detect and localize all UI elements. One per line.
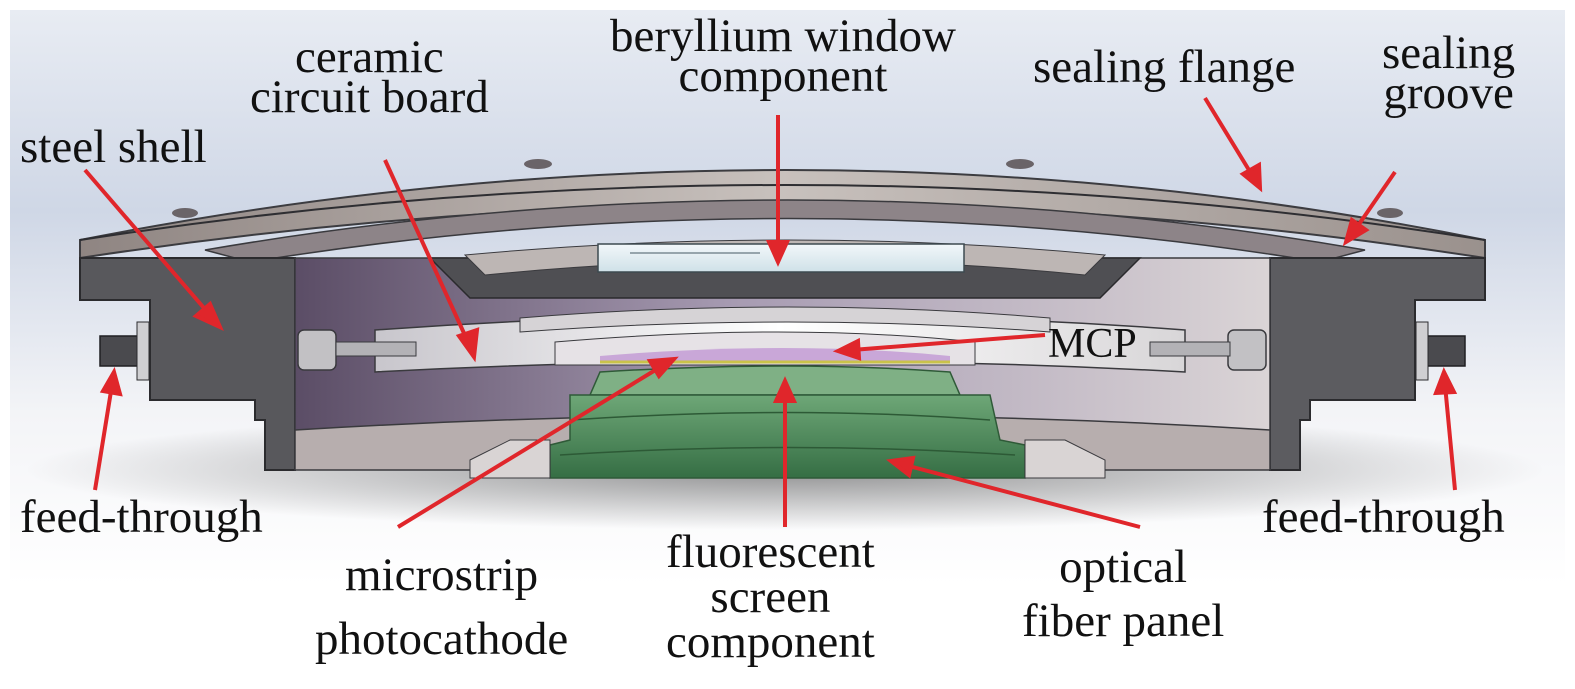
right-feedthrough-flange xyxy=(1415,321,1429,381)
label-steel-shell: steel shell xyxy=(20,121,207,173)
label-line: component xyxy=(666,616,875,668)
arrow-sealing-flange xyxy=(1203,96,1254,177)
label-line: sealing flange xyxy=(1033,41,1296,93)
label-line: fluorescent xyxy=(666,526,875,578)
label-line: steel shell xyxy=(20,121,207,173)
label-beryllium-window-component: beryllium window component xyxy=(610,10,956,102)
right-support-bracket xyxy=(1024,439,1106,479)
arrow-sealing-flange-head xyxy=(1239,161,1263,193)
fiber-panel-contour xyxy=(559,446,1016,456)
arrow-beryllium-window-head xyxy=(765,240,791,267)
arrow-steel-shell-head xyxy=(192,300,224,331)
label-line: photocathode xyxy=(315,613,569,665)
label-microstrip-photocathode: microstrip photocathode xyxy=(315,543,568,671)
arrow-photocathode-head xyxy=(646,356,679,380)
bolt-hole xyxy=(172,208,198,218)
label-ceramic-circuit-board: ceramic circuit board xyxy=(250,31,489,123)
arrow-feed-right xyxy=(1443,384,1457,491)
arrow-sealing-groove xyxy=(1353,170,1397,232)
label-sealing-flange: sealing flange xyxy=(1033,41,1296,93)
arrow-ceramic-board xyxy=(383,159,470,343)
bolt-hole xyxy=(1377,208,1403,218)
arrow-photocathode xyxy=(396,364,664,529)
arrow-fiber-panel-head xyxy=(886,455,916,479)
bolt-hole xyxy=(524,159,552,169)
label-line: fiber panel xyxy=(1022,595,1225,647)
arrow-steel-shell xyxy=(83,168,212,317)
label-line: component xyxy=(678,50,888,102)
label-sealing-groove: sealing groove xyxy=(1382,27,1516,119)
leader-arrows xyxy=(83,96,1458,529)
label-fluorescent-screen-component: fluorescent screen component xyxy=(666,526,875,668)
left-feedthrough-stud xyxy=(99,335,139,367)
label-mcp: MCP xyxy=(1048,321,1137,367)
label-line: groove xyxy=(1383,67,1514,119)
label-feed-through-left: feed-through xyxy=(20,491,263,543)
mcp-clamp-ring xyxy=(519,306,1051,333)
left-pin-rod xyxy=(335,341,417,357)
inner-ring xyxy=(204,199,1366,263)
arrow-feed-left-head xyxy=(99,366,123,397)
label-line: MCP xyxy=(1048,321,1137,367)
label-line: feed-through xyxy=(1262,491,1505,543)
photocathode-layer xyxy=(600,348,950,362)
right-pin-rod xyxy=(1149,341,1231,357)
arrow-feed-right-head xyxy=(1433,367,1458,396)
arrow-sealing-groove-head xyxy=(1342,216,1370,247)
arrow-fluorescent-head xyxy=(772,376,798,403)
arrow-fiber-panel xyxy=(904,463,1141,529)
label-line: circuit board xyxy=(250,71,489,123)
flange-rim xyxy=(79,184,1486,241)
right-feedthrough-stud xyxy=(1426,335,1466,367)
arrow-ceramic-board-head xyxy=(455,327,480,363)
left-feedthrough-flange xyxy=(136,321,150,381)
label-line: microstrip xyxy=(345,549,539,601)
label-optical-fiber-panel: optical fiber panel xyxy=(1022,540,1224,648)
optical-fiber-panel xyxy=(549,394,1026,479)
label-feed-through-right: feed-through xyxy=(1262,491,1505,543)
label-line: beryllium window xyxy=(610,10,956,62)
right-pin-head xyxy=(1227,329,1267,371)
label-line: feed-through xyxy=(20,491,263,543)
left-pin-head xyxy=(297,329,337,371)
fluorescent-screen xyxy=(588,365,962,396)
label-line: ceramic xyxy=(295,31,444,83)
label-line: screen xyxy=(710,571,831,623)
arrow-mcp-head xyxy=(832,337,862,361)
arrow-feed-left xyxy=(93,384,114,491)
bolt-hole xyxy=(1006,159,1034,169)
label-line: sealing xyxy=(1382,27,1516,79)
label-line: optical xyxy=(1059,541,1188,593)
arrow-mcp xyxy=(851,333,1046,352)
